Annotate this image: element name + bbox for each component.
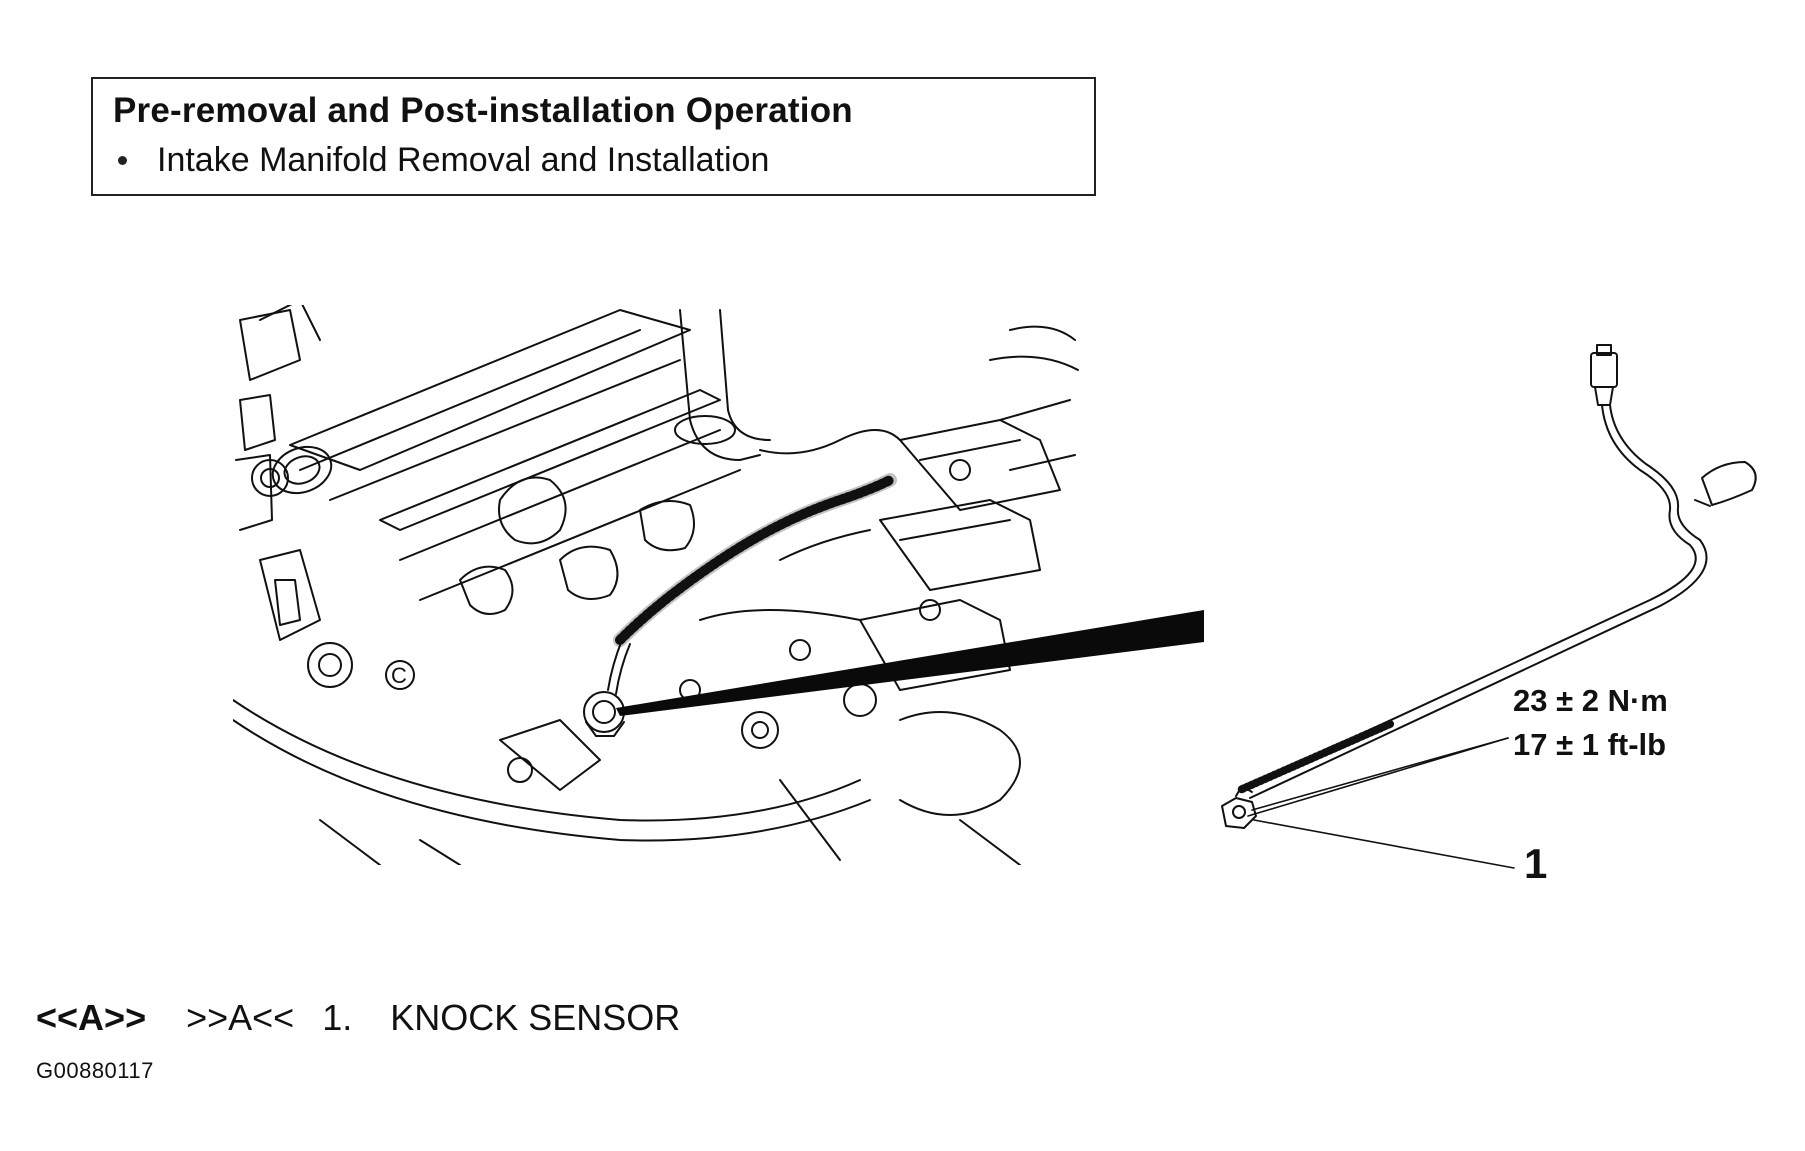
knock-sensor-illustration <box>1221 344 1757 869</box>
engine-illustration: C <box>233 305 1079 865</box>
install-tag: >>A<< <box>186 997 295 1038</box>
pointer-wedge <box>616 610 1204 716</box>
figure-id: G00880117 <box>36 1058 154 1083</box>
operation-box: Pre-removal and Post-installation Operat… <box>91 77 1096 196</box>
part-index: 1. <box>322 997 353 1038</box>
callout-number: 1 <box>1524 840 1548 887</box>
part-name: KNOCK SENSOR <box>390 997 681 1038</box>
torque-spec-imperial: 17 ± 1 ft-lb <box>1513 727 1667 762</box>
operation-title: Pre-removal and Post-installation Operat… <box>113 91 853 130</box>
bullet-icon <box>118 156 127 165</box>
svg-text:C: C <box>391 663 407 688</box>
removal-tag: <<A>> <box>36 997 147 1038</box>
torque-spec-metric: 23 ± 2 N·m <box>1513 683 1668 718</box>
operation-list-item: Intake Manifold Removal and Installation <box>113 141 769 180</box>
operation-item-label: Intake Manifold Removal and Installation <box>157 141 770 179</box>
parts-legend: <<A>> >>A<< 1. KNOCK SENSOR <box>36 997 680 1039</box>
